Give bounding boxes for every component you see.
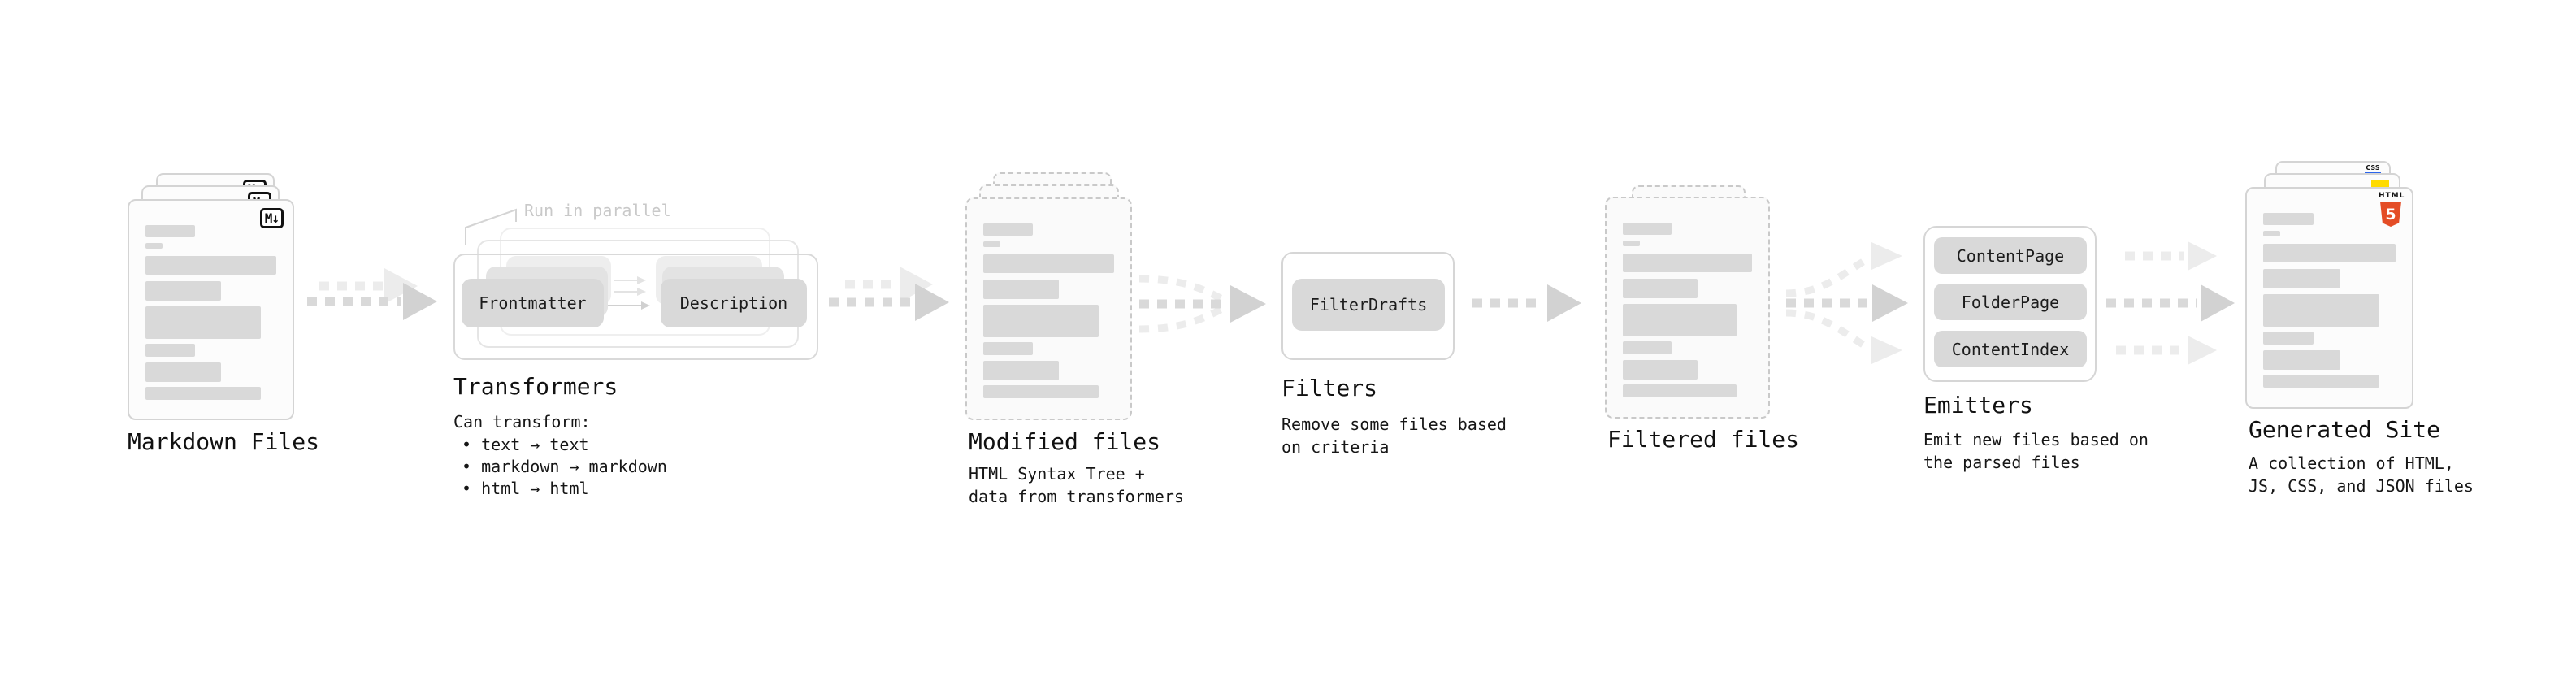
contentindex-pill: ContentIndex [1934, 331, 2087, 367]
emitters-label: Emitters [1923, 392, 2033, 419]
modified-files-subtitle: HTML Syntax Tree + data from transformer… [969, 464, 1184, 506]
arrow-markdown-to-transformers [307, 268, 437, 320]
transformers-label: Transformers [453, 373, 618, 400]
arrow-modified-to-filters [1138, 275, 1266, 333]
filterdrafts-pill: FilterDrafts [1292, 279, 1445, 331]
html5-icon: HTML 5 [2379, 192, 2405, 227]
contentpage-pill: ContentPage [1934, 237, 2087, 274]
emitters-subtitle: Emit new files based on the parsed files [1923, 430, 2149, 472]
filters-label: Filters [1281, 375, 1378, 401]
html5-icon-shield: 5 [2380, 202, 2401, 227]
site-file-card-html: HTML 5 [2245, 187, 2413, 409]
transformer-box-front [453, 254, 818, 360]
arrow-emitters-to-site [2106, 241, 2235, 365]
bullet-item: • text → text [462, 435, 589, 454]
css-icon-label: CSS [2366, 164, 2380, 171]
markdown-files-label: Markdown Files [128, 428, 320, 455]
bullet-item: • markdown → markdown [462, 457, 667, 476]
bullet-item: • html → html [462, 479, 589, 498]
document-skeleton [1623, 198, 1752, 417]
arrow-filters-to-filtered [1472, 284, 1581, 322]
html5-icon-word: HTML [2379, 192, 2405, 200]
modified-files-label: Modified files [969, 428, 1161, 455]
arrow-transformers-to-modified [829, 267, 949, 321]
markdown-file-card: M↓ [128, 199, 294, 420]
markdown-icon: M↓ [259, 208, 284, 228]
generated-site-subtitle: A collection of HTML, JS, CSS, and JSON … [2249, 453, 2474, 496]
folderpage-pill: FolderPage [1934, 284, 2087, 320]
modified-file-card [965, 197, 1132, 420]
transformers-bullets: • text → text • markdown → markdown • ht… [462, 434, 667, 500]
document-skeleton [2263, 189, 2396, 407]
generated-site-label: Generated Site [2249, 416, 2441, 443]
arrow-filtered-to-emitters [1785, 242, 1908, 364]
document-skeleton [145, 201, 276, 419]
transformers-subtitle: Can transform: [453, 412, 591, 432]
description-pill: Description [661, 279, 807, 327]
document-skeleton [983, 199, 1114, 419]
run-in-parallel-note: Run in parallel [524, 201, 671, 220]
filters-subtitle: Remove some files based on criteria [1281, 414, 1507, 457]
frontmatter-pill: Frontmatter [462, 279, 604, 327]
filtered-file-card [1605, 197, 1770, 419]
filtered-files-label: Filtered files [1607, 426, 1800, 453]
